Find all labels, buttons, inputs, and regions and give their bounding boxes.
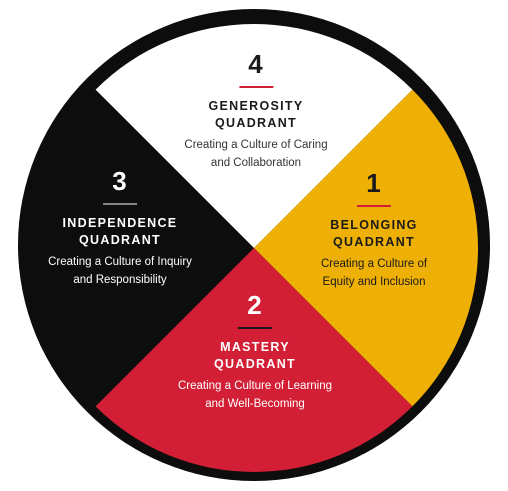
- belonging-desc-line2: Equity and Inclusion: [322, 276, 426, 288]
- generosity-wedge: [95, 23, 413, 248]
- mastery-title-line2: QUADRANT: [214, 357, 296, 371]
- belonging-quadrant: 1 BELONGING QUADRANT Creating a Culture …: [321, 169, 427, 291]
- generosity-desc-line1: Creating a Culture of Caring: [184, 139, 328, 151]
- generosity-divider: [239, 86, 273, 88]
- independence-divider: [102, 203, 137, 205]
- belonging-number: 1: [366, 168, 382, 198]
- independence-title-line1: INDEPENDENCE: [62, 216, 178, 230]
- belonging-title-line2: QUADRANT: [333, 235, 415, 249]
- mastery-title: MASTERY QUADRANT: [178, 339, 332, 373]
- belonging-description: Creating a Culture of Equity and Inclusi…: [321, 255, 427, 291]
- mastery-wedge: [95, 248, 413, 473]
- mastery-number: 2: [247, 290, 263, 320]
- independence-desc-line1: Creating a Culture of Inquiry: [48, 256, 192, 268]
- mastery-title-line1: MASTERY: [220, 340, 290, 354]
- independence-quadrant: 3 INDEPENDENCE QUADRANT Creating a Cultu…: [48, 167, 192, 289]
- belonging-divider: [357, 205, 391, 207]
- independence-desc-line2: and Responsibility: [73, 274, 167, 286]
- independence-wedge: [29, 89, 254, 407]
- belonging-wedge: [254, 89, 479, 407]
- mastery-quadrant: 2 MASTERY QUADRANT Creating a Culture of…: [178, 291, 332, 413]
- generosity-title-line1: GENEROSITY: [208, 99, 304, 113]
- mastery-desc-line1: Creating a Culture of Learning: [177, 380, 333, 392]
- generosity-quadrant: 4 GENEROSITY QUADRANT Creating a Culture…: [184, 50, 327, 172]
- belonging-title: BELONGING QUADRANT: [321, 217, 427, 251]
- independence-title-line2: QUADRANT: [79, 233, 161, 247]
- generosity-title: GENEROSITY QUADRANT: [184, 98, 327, 132]
- generosity-desc-line2: and Collaboration: [210, 157, 302, 169]
- independence-description: Creating a Culture of Inquiry and Respon…: [48, 253, 192, 289]
- independence-title: INDEPENDENCE QUADRANT: [48, 215, 192, 249]
- generosity-number: 4: [248, 49, 264, 79]
- independence-number: 3: [112, 166, 128, 196]
- generosity-title-line2: QUADRANT: [215, 116, 297, 130]
- generosity-description: Creating a Culture of Caring and Collabo…: [184, 136, 327, 172]
- mastery-desc-line2: and Well-Becoming: [205, 398, 305, 410]
- mastery-description: Creating a Culture of Learning and Well-…: [178, 377, 332, 413]
- belonging-title-line1: BELONGING: [330, 218, 418, 232]
- mastery-divider: [237, 327, 272, 329]
- belonging-desc-line1: Creating a Culture of: [320, 258, 428, 270]
